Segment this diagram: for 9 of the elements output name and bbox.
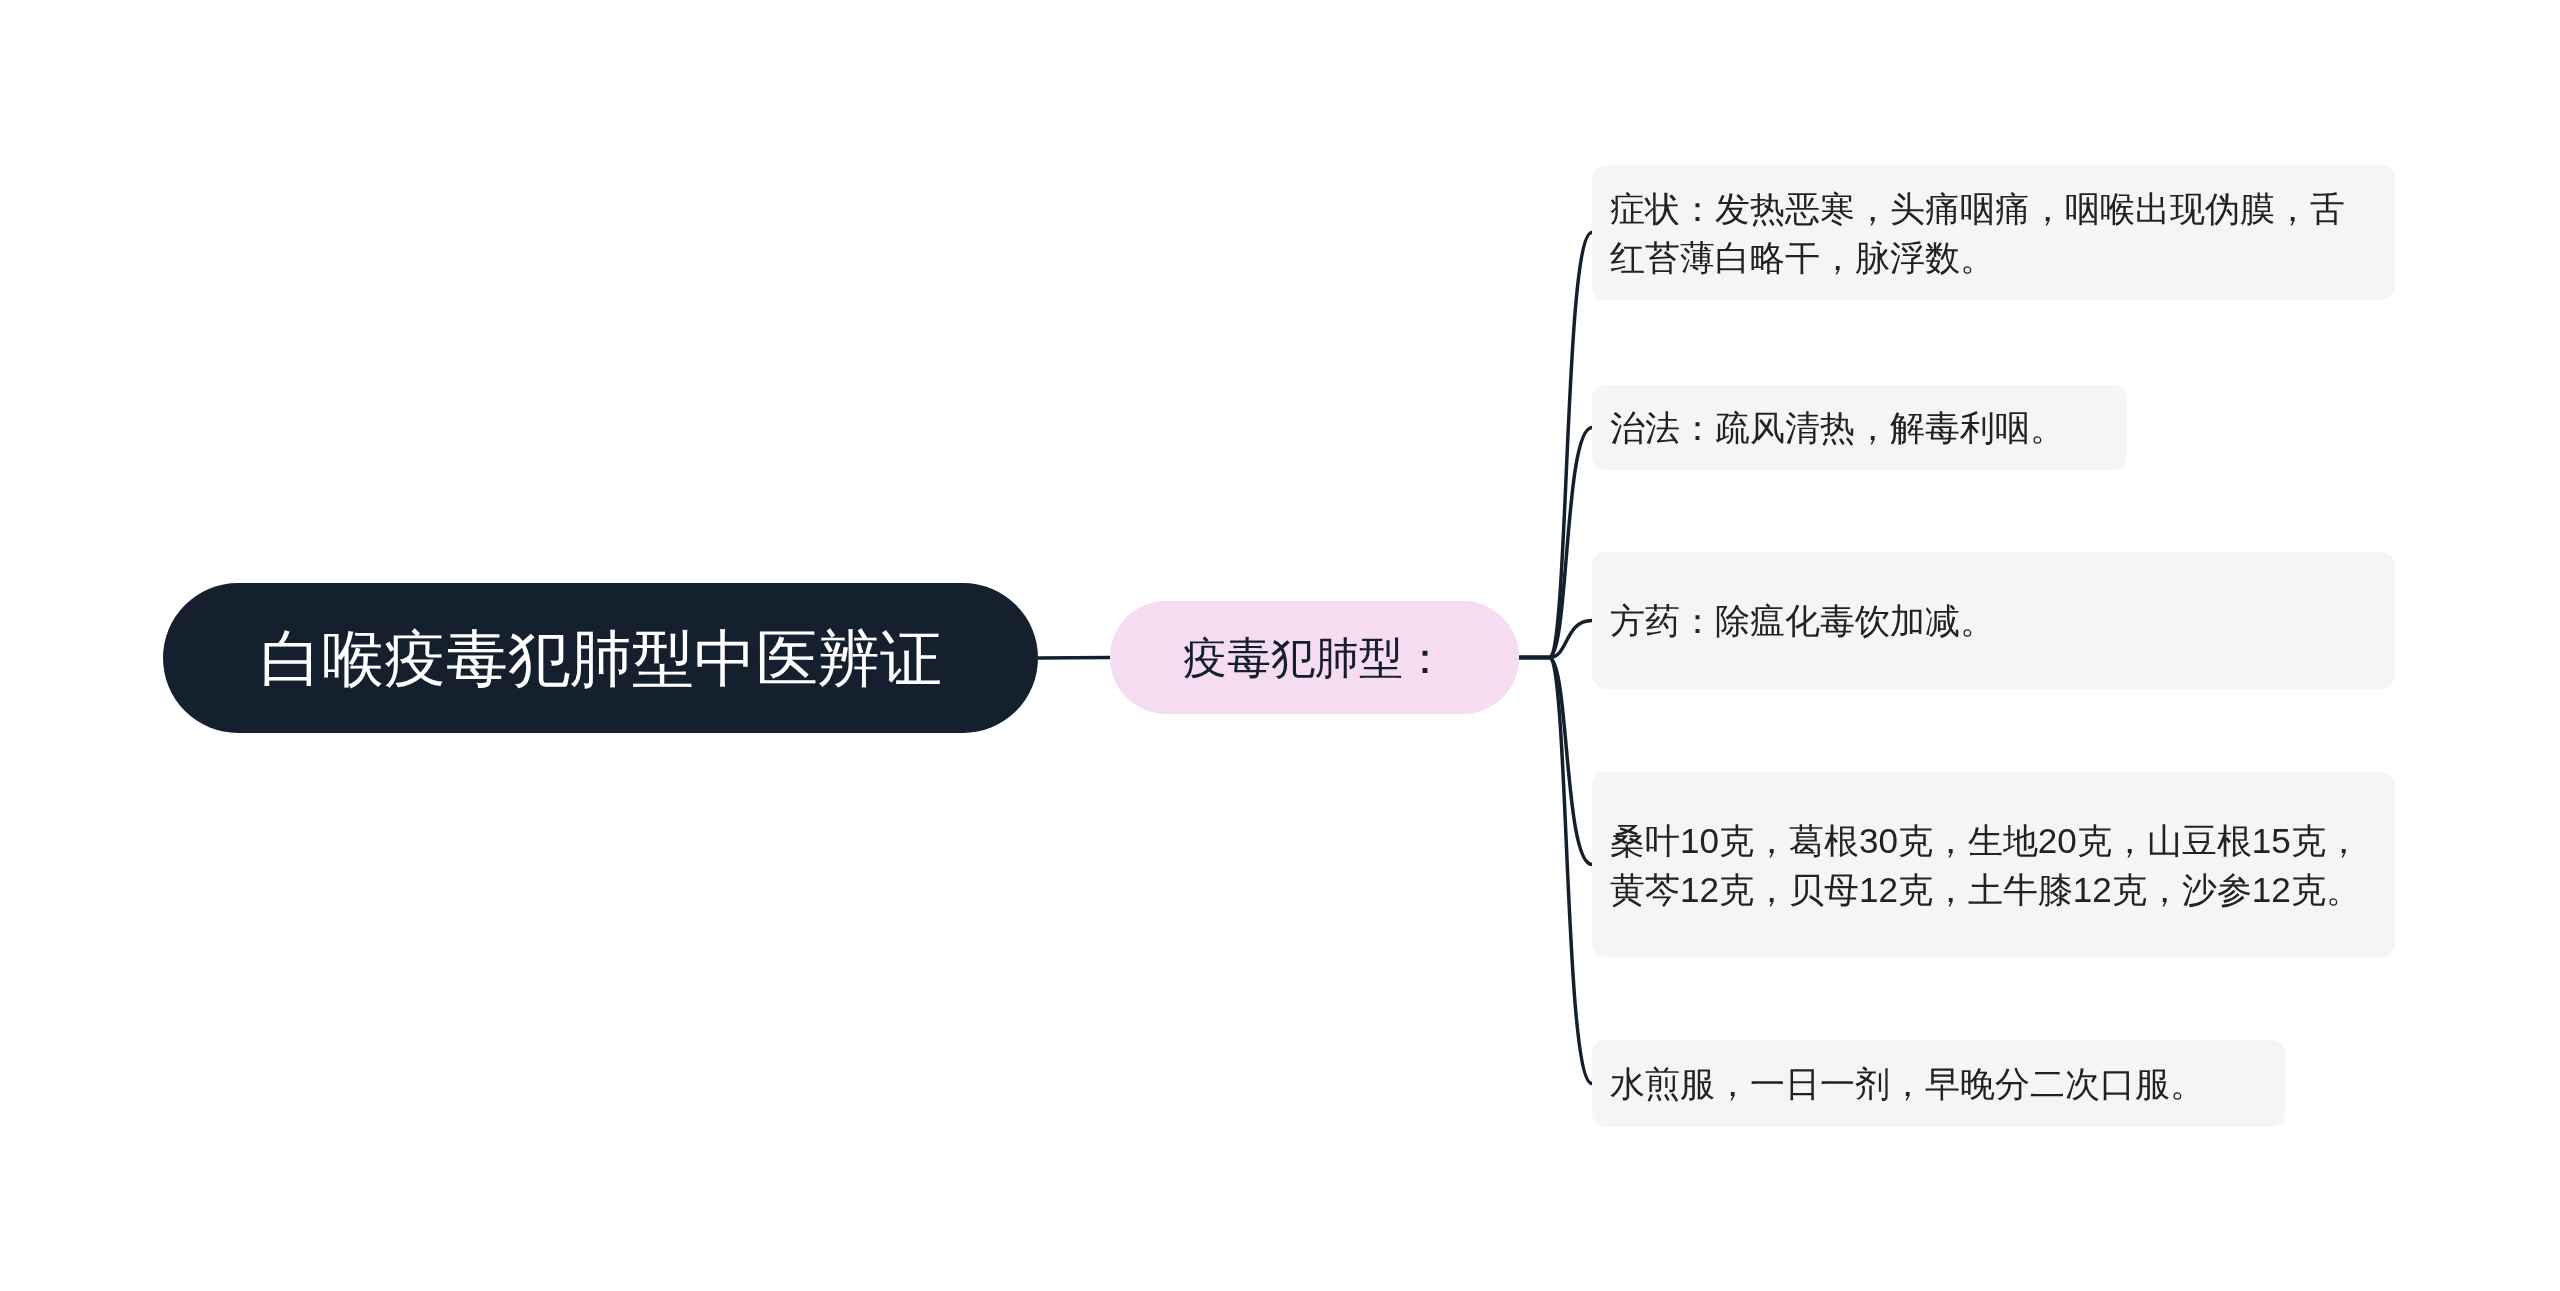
- leaf-topic: 症状：发热恶寒，头痛咽痛，咽喉出现伪膜，舌红苔薄白略干，脉浮数。: [1592, 165, 2395, 300]
- leaf-topic: 方药：除瘟化毒饮加减。: [1592, 552, 2395, 689]
- leaf-topic: 治法：疏风清热，解毒利咽。: [1592, 385, 2127, 470]
- leaf-topic: 桑叶10克，葛根30克，生地20克，山豆根15克，黄芩12克，贝母12克，土牛膝12克，沙参12克。: [1592, 772, 2395, 957]
- leaf-topic: 水煎服，一日一剂，早晚分二次口服。: [1592, 1040, 2285, 1127]
- root-topic: 白喉疫毒犯肺型中医辨证: [163, 583, 1038, 733]
- branch-topic: 疫毒犯肺型：: [1110, 601, 1519, 714]
- connector-line: [1519, 655, 1594, 1085]
- connector-line: [1038, 655, 1110, 660]
